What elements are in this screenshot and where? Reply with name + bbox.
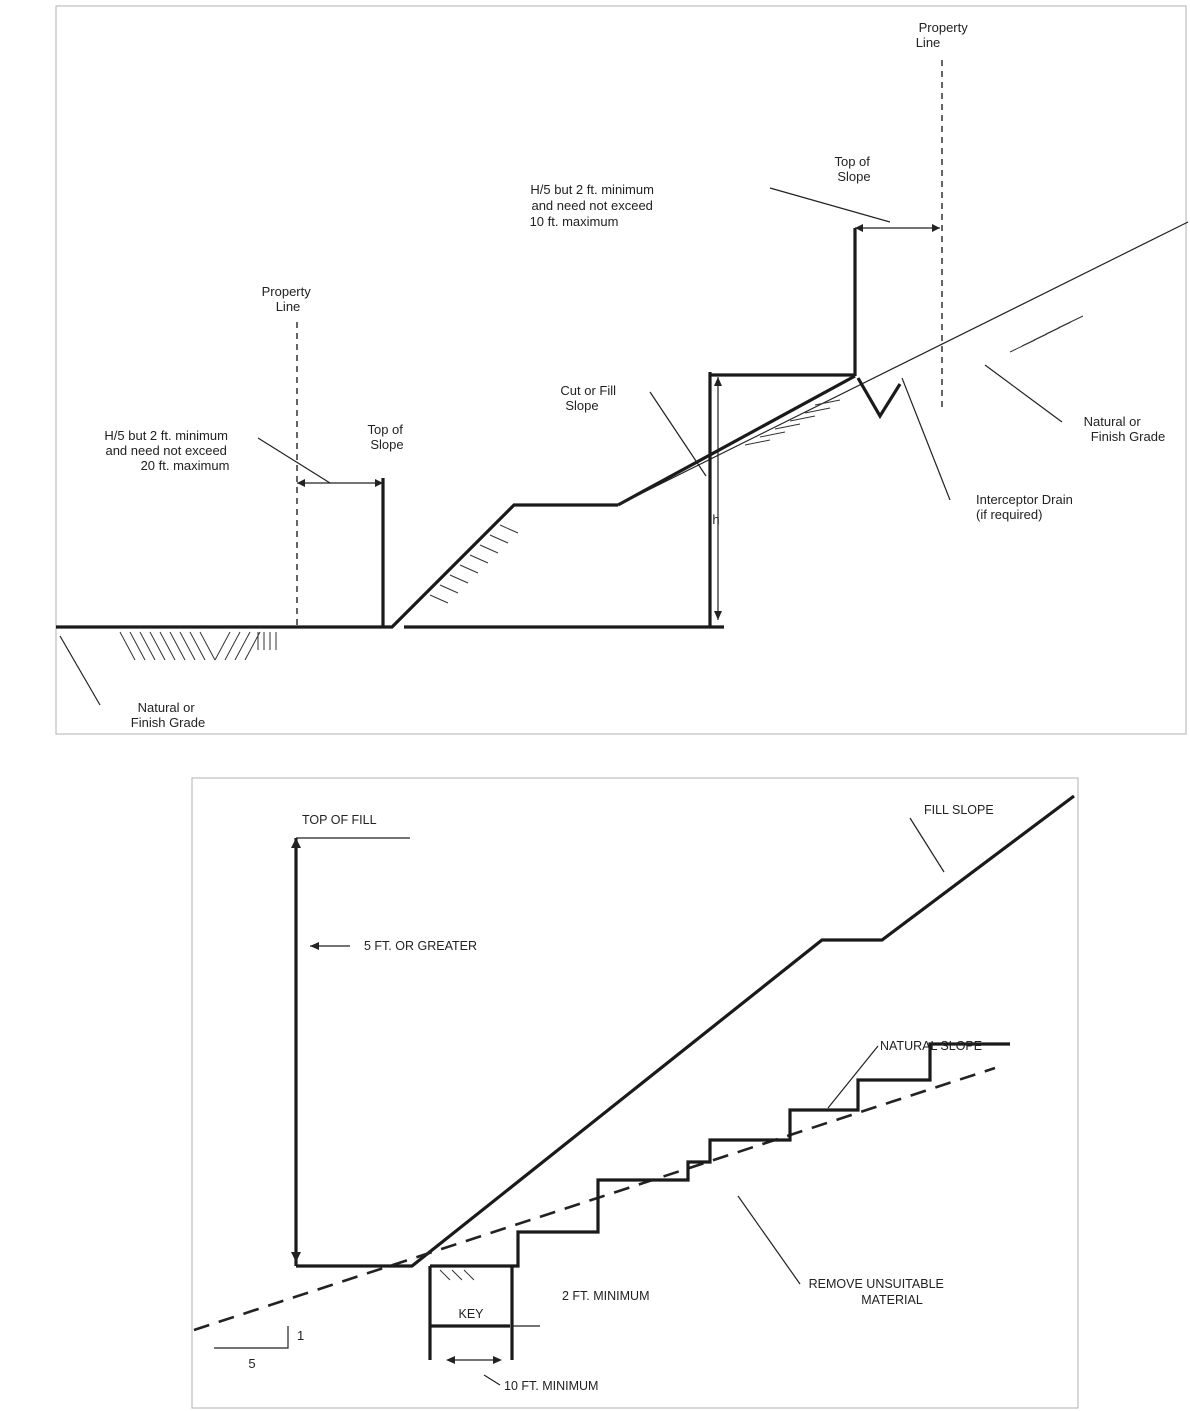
interceptor-drain-leader (901, 377, 951, 501)
bottom-diagram-frame (191, 777, 1079, 1409)
cut-fill-leader (649, 391, 707, 477)
cut-fill-slope-label: Cut or Fill Slope (560, 383, 619, 413)
natural-slope-label: NATURAL SLOPE (880, 1039, 982, 1053)
right-setback-note: H/5 but 2 ft. minimum and need not excee… (530, 182, 658, 229)
right-top-of-slope-label: Top of Slope (834, 154, 873, 184)
left-natural-grade-label: Natural or Finish Grade (131, 700, 205, 730)
fill-slope-line (296, 794, 1075, 1268)
height-label: h (712, 512, 719, 527)
left-setback-leader (257, 437, 331, 484)
natural-grade-line-right (617, 221, 1189, 506)
left-top-of-slope-label: Top of Slope (367, 422, 406, 452)
ten-ft-leader (483, 1374, 501, 1386)
key-label: KEY (458, 1307, 484, 1321)
five-ft-label: 5 FT. OR GREATER (364, 939, 477, 953)
natural-slope-leader (827, 1045, 879, 1109)
left-setback-note: H/5 but 2 ft. minimum and need not excee… (104, 428, 231, 473)
fill-slope-leader (909, 817, 945, 873)
bottom-diagram: 1 5 TOP OF FILL 5 FT. OR GREATER FILL SL… (191, 777, 1079, 1409)
right-grade-leader (984, 364, 1063, 423)
left-property-line-label: Property Line (262, 284, 315, 314)
remove-unsuitable-label: REMOVE UNSUITABLE MATERIAL (809, 1277, 948, 1307)
top-of-fill-label: TOP OF FILL (302, 813, 377, 827)
ratio-run-label: 5 (248, 1356, 255, 1371)
top-diagram: Property Line H/5 but 2 ft. minimum and … (55, 5, 1189, 735)
natural-slope-line (193, 1066, 996, 1332)
remove-material-leader (737, 1195, 801, 1285)
ratio-rise-label: 1 (297, 1328, 304, 1343)
right-setback-leader (769, 187, 891, 223)
cut-fill-slope-line (617, 374, 856, 507)
fill-slope-label: FILL SLOPE (924, 803, 994, 817)
top-diagram-frame (55, 5, 1187, 735)
hatch-left-ground (59, 631, 277, 706)
right-natural-grade-label: Natural or Finish Grade (1084, 414, 1166, 444)
ground-profile-left (56, 503, 618, 629)
two-ft-minimum-label: 2 FT. MINIMUM (562, 1289, 650, 1303)
interceptor-drain-swale (856, 377, 902, 420)
hatch-upper-slope (744, 315, 1084, 446)
slope-ratio-triangle (214, 1326, 289, 1349)
interceptor-drain-label: Interceptor Drain (if required) (976, 492, 1076, 522)
right-property-line-label: Property Line (916, 20, 972, 50)
ten-ft-minimum-label: 10 FT. MINIMUM (504, 1379, 598, 1393)
hatch-left-slope (429, 524, 519, 604)
benching-steps (430, 1042, 1010, 1268)
